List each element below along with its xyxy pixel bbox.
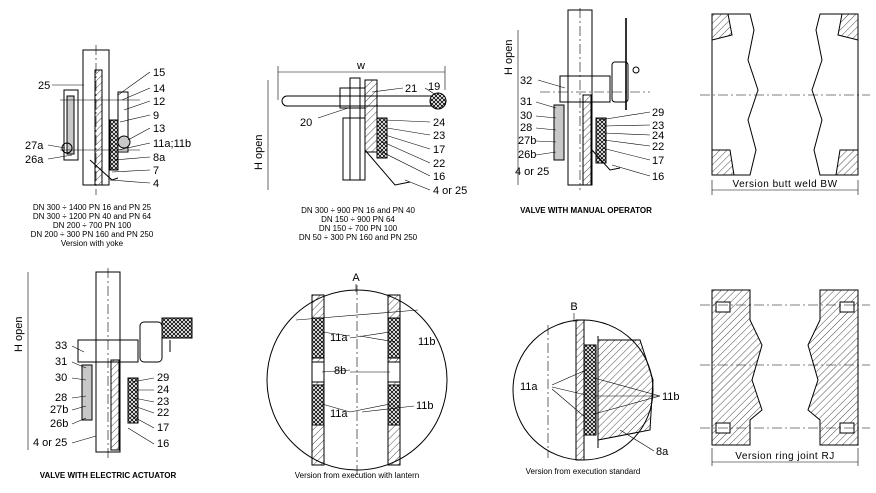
d1-label-26a: 26a xyxy=(25,154,44,166)
d3-label-28: 28 xyxy=(520,122,532,134)
d8-caption: Version ring joint RJ xyxy=(735,451,834,462)
d2-label-17: 17 xyxy=(433,144,445,156)
drawing-version-butt-weld: Version butt weld BW xyxy=(700,13,870,195)
svg-text:DN 200 ÷ 300 PN 160 and PN 250: DN 200 ÷ 300 PN 160 and PN 250 xyxy=(31,230,154,239)
d2-label-20: 20 xyxy=(300,117,312,129)
d2-h-open: H open xyxy=(253,135,265,170)
svg-text:DN 150 ÷ 900 PN 64: DN 150 ÷ 900 PN 64 xyxy=(321,215,395,224)
d3-label-17: 17 xyxy=(652,155,664,167)
d2-label-21: 21 xyxy=(405,83,417,95)
d5-label-29: 29 xyxy=(157,372,169,384)
d6-label-8b: 8b xyxy=(334,365,346,377)
svg-text:DN 200 ÷ 700 PN 100: DN 200 ÷ 700 PN 100 xyxy=(53,221,132,230)
d7-caption: Version from execution standard xyxy=(526,467,641,476)
d3-label-16: 16 xyxy=(652,171,664,183)
d2-label-23: 23 xyxy=(433,130,445,142)
d3-label-31: 31 xyxy=(520,96,532,108)
d6-caption: Version from execution with lantern xyxy=(295,471,420,480)
d6-label-11a-top: 11a xyxy=(330,332,348,344)
d5-label-28: 28 xyxy=(55,392,67,404)
d3-label-32: 32 xyxy=(520,75,532,87)
d1-label-9: 9 xyxy=(153,110,159,122)
d5-h-open: H open xyxy=(13,317,25,352)
d6-label-11a-bottom: 11a xyxy=(330,408,348,420)
d3-label-29: 29 xyxy=(652,107,664,119)
d1-label-14: 14 xyxy=(153,83,165,95)
d7-detail-letter: B xyxy=(570,301,577,313)
d3-label-4-or-25: 4 or 25 xyxy=(515,166,549,178)
d3-h-open: H open xyxy=(503,40,515,75)
d5-label-26b: 26b xyxy=(50,418,68,430)
d2-label-w: w xyxy=(356,60,365,72)
d5-label-31: 31 xyxy=(55,356,67,368)
d7-label-11a: 11a xyxy=(520,381,538,393)
d6-label-11b-top: 11b xyxy=(418,336,436,348)
d1-caption: DN 300 ÷ 1400 PN 16 and PN 25 DN 300 ÷ 1… xyxy=(31,203,154,248)
drawing-detail-b-standard: B 11a 11b 8a Version from execution stan… xyxy=(512,301,680,476)
d5-label-17: 17 xyxy=(157,422,169,434)
d1-label-7: 7 xyxy=(153,165,159,177)
d1-label-8a: 8a xyxy=(153,152,166,164)
d3-label-22: 22 xyxy=(652,141,664,153)
svg-text:DN 300 ÷ 1200 PN 40 and PN 64: DN 300 ÷ 1200 PN 40 and PN 64 xyxy=(33,212,152,221)
d2-caption: DN 300 ÷ 900 PN 16 and PN 40 DN 150 ÷ 90… xyxy=(299,206,418,242)
d1-label-25: 25 xyxy=(38,80,50,92)
d4-caption: Version butt weld BW xyxy=(732,179,837,190)
d3-label-23: 23 xyxy=(652,120,664,132)
d5-label-22: 22 xyxy=(157,407,169,419)
d5-label-23: 23 xyxy=(157,396,169,408)
d5-label-24: 24 xyxy=(157,384,169,396)
d1-label-15: 15 xyxy=(153,67,165,79)
d5-label-27b: 27b xyxy=(50,404,68,416)
drawing-valve-with-yoke: 25 15 14 12 9 13 11a;11b 27a 26a 8a 7 4 … xyxy=(25,45,191,248)
d1-label-12: 12 xyxy=(153,96,165,108)
d2-label-16: 16 xyxy=(433,171,445,183)
d2-label-24: 24 xyxy=(433,117,445,129)
d2-label-19: 19 xyxy=(428,81,440,93)
d3-label-30: 30 xyxy=(520,110,532,122)
d5-label-4-or-25: 4 or 25 xyxy=(33,437,67,449)
d7-label-11b: 11b xyxy=(662,391,680,403)
d3-label-27b: 27b xyxy=(518,135,536,147)
drawing-version-ring-joint: Version ring joint RJ xyxy=(700,289,870,466)
d6-detail-letter: A xyxy=(352,272,360,284)
d1-label-27a: 27a xyxy=(25,140,44,152)
drawing-valve-with-lever: w H open 21 19 20 24 23 17 22 16 4 or 25 xyxy=(253,60,467,242)
d6-label-11b-bottom: 11b xyxy=(416,400,434,412)
d2-label-22: 22 xyxy=(433,158,445,170)
svg-text:DN 150 ÷ 700 PN 100: DN 150 ÷ 700 PN 100 xyxy=(319,224,398,233)
d1-label-11a-11b: 11a;11b xyxy=(153,138,191,150)
d1-label-13: 13 xyxy=(153,123,165,135)
d3-label-26b: 26b xyxy=(518,149,536,161)
svg-text:DN 300 ÷ 900 PN 16 and PN 40: DN 300 ÷ 900 PN 16 and PN 40 xyxy=(301,206,415,215)
d2-label-4-or-25: 4 or 25 xyxy=(433,185,467,197)
drawing-valve-electric-actuator: H open 33 31 30 28 27b 26b 4 or 25 29 24 xyxy=(13,268,193,480)
svg-text:Version with yoke: Version with yoke xyxy=(61,239,124,248)
svg-text:DN 300 ÷ 1400 PN 16 and PN 25: DN 300 ÷ 1400 PN 16 and PN 25 xyxy=(33,203,152,212)
d3-label-24: 24 xyxy=(652,130,664,142)
svg-text:DN 50 ÷ 300 PN 160 and PN 250: DN 50 ÷ 300 PN 160 and PN 250 xyxy=(299,233,418,242)
d5-caption: VALVE WITH ELECTRIC ACTUATOR xyxy=(40,471,177,480)
drawing-detail-a-lantern: A 11a 11b 8b 11a 11b Version from execut… xyxy=(266,272,448,480)
drawing-valve-manual-operator: H open 32 31 30 28 27b 26b 4 or 25 29 2 xyxy=(503,8,664,215)
d3-caption: VALVE WITH MANUAL OPERATOR xyxy=(520,206,652,215)
d5-label-33: 33 xyxy=(55,340,67,352)
d5-label-30: 30 xyxy=(55,372,67,384)
d7-label-8a: 8a xyxy=(656,446,669,458)
d1-label-4: 4 xyxy=(153,178,159,190)
d5-label-16: 16 xyxy=(157,438,169,450)
